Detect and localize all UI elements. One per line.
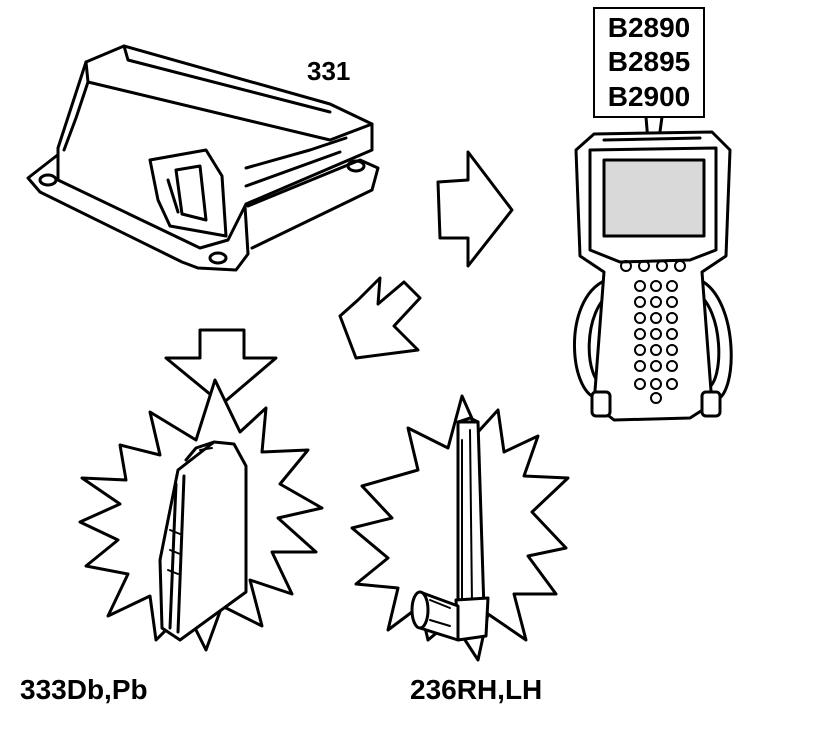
dtc-code: B2900	[607, 80, 691, 112]
control-module-331	[26, 44, 380, 272]
arrow-down	[164, 328, 278, 406]
label-seat-airbag: 333Db,Pb	[20, 674, 148, 705]
sensor-236	[410, 416, 490, 642]
arrow-right	[436, 150, 514, 268]
scan-tool-screen	[602, 158, 706, 238]
scan-tool	[573, 115, 733, 422]
dtc-code: B2895	[607, 46, 691, 78]
label-sensor: 236RH,LH	[410, 674, 543, 705]
scan-tool-buttons	[620, 260, 686, 404]
arrow-diagonal	[338, 276, 422, 360]
label-control-module: 331	[307, 56, 351, 86]
seat-airbag-333	[158, 440, 248, 642]
dtc-code: B2890	[607, 12, 691, 44]
dtc-code-box: B2890 B2895 B2900	[593, 7, 705, 118]
